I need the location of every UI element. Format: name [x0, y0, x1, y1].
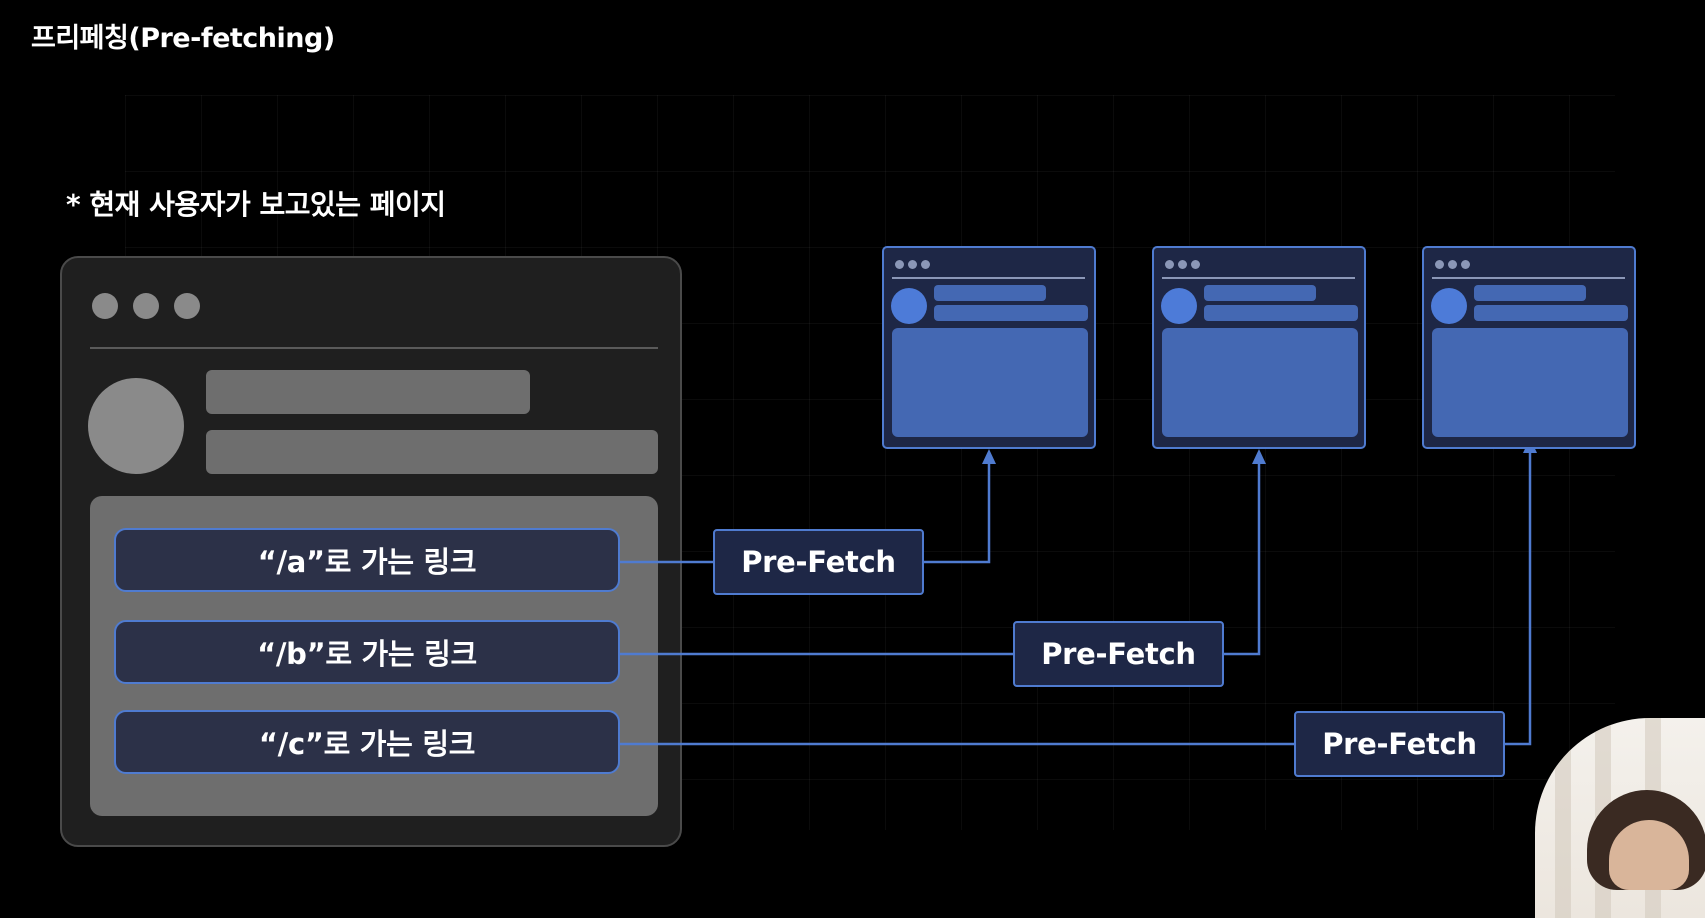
- arrow-up-icon: [982, 449, 996, 464]
- window-divider: [1432, 277, 1625, 279]
- window-dot-icon: [1165, 260, 1174, 269]
- window-dot-icon: [1461, 260, 1470, 269]
- content-placeholder: [1432, 328, 1628, 437]
- window-dot-icon: [1191, 260, 1200, 269]
- subtitle-placeholder-bar: [934, 305, 1088, 321]
- connector-b: [620, 456, 1261, 656]
- window-dot-icon: [1178, 260, 1187, 269]
- window-dot-icon: [1435, 260, 1444, 269]
- avatar-placeholder: [88, 378, 184, 474]
- subtitle-placeholder-bar: [1204, 305, 1358, 321]
- target-page-b: [1152, 246, 1366, 449]
- avatar-placeholder: [891, 288, 927, 324]
- page-title: 프리페칭(Pre-fetching): [31, 23, 335, 54]
- window-dot-icon: [908, 260, 917, 269]
- arrow-up-icon: [1252, 449, 1266, 464]
- window-dot-icon: [133, 293, 159, 319]
- target-page-c: [1422, 246, 1636, 449]
- avatar-placeholder: [1161, 288, 1197, 324]
- window-divider: [90, 347, 658, 349]
- connector-c: [620, 445, 1532, 746]
- current-page-mockup: “/a”로 가는 링크 “/b”로 가는 링크 “/c”로 가는 링크: [60, 256, 682, 847]
- window-divider: [892, 277, 1085, 279]
- prefetch-box-c: Pre-Fetch: [1294, 711, 1505, 777]
- window-dot-icon: [1448, 260, 1457, 269]
- link-panel: “/a”로 가는 링크 “/b”로 가는 링크 “/c”로 가는 링크: [90, 496, 658, 816]
- content-placeholder: [1162, 328, 1358, 437]
- window-dot-icon: [174, 293, 200, 319]
- avatar-placeholder: [1431, 288, 1467, 324]
- link-b-button[interactable]: “/b”로 가는 링크: [114, 620, 620, 684]
- content-placeholder: [892, 328, 1088, 437]
- title-placeholder-bar: [1204, 285, 1316, 301]
- current-page-caption: * 현재 사용자가 보고있는 페이지: [66, 188, 446, 221]
- subtitle-placeholder-bar: [206, 430, 658, 474]
- title-placeholder-bar: [934, 285, 1046, 301]
- presenter-webcam: [1535, 718, 1705, 918]
- window-dot-icon: [921, 260, 930, 269]
- target-page-a: [882, 246, 1096, 449]
- link-a-button[interactable]: “/a”로 가는 링크: [114, 528, 620, 592]
- window-dot-icon: [92, 293, 118, 319]
- title-placeholder-bar: [1474, 285, 1586, 301]
- prefetch-box-b: Pre-Fetch: [1013, 621, 1224, 687]
- prefetch-box-a: Pre-Fetch: [713, 529, 924, 595]
- link-c-button[interactable]: “/c”로 가는 링크: [114, 710, 620, 774]
- title-placeholder-bar: [206, 370, 530, 414]
- window-divider: [1162, 277, 1355, 279]
- subtitle-placeholder-bar: [1474, 305, 1628, 321]
- window-dot-icon: [895, 260, 904, 269]
